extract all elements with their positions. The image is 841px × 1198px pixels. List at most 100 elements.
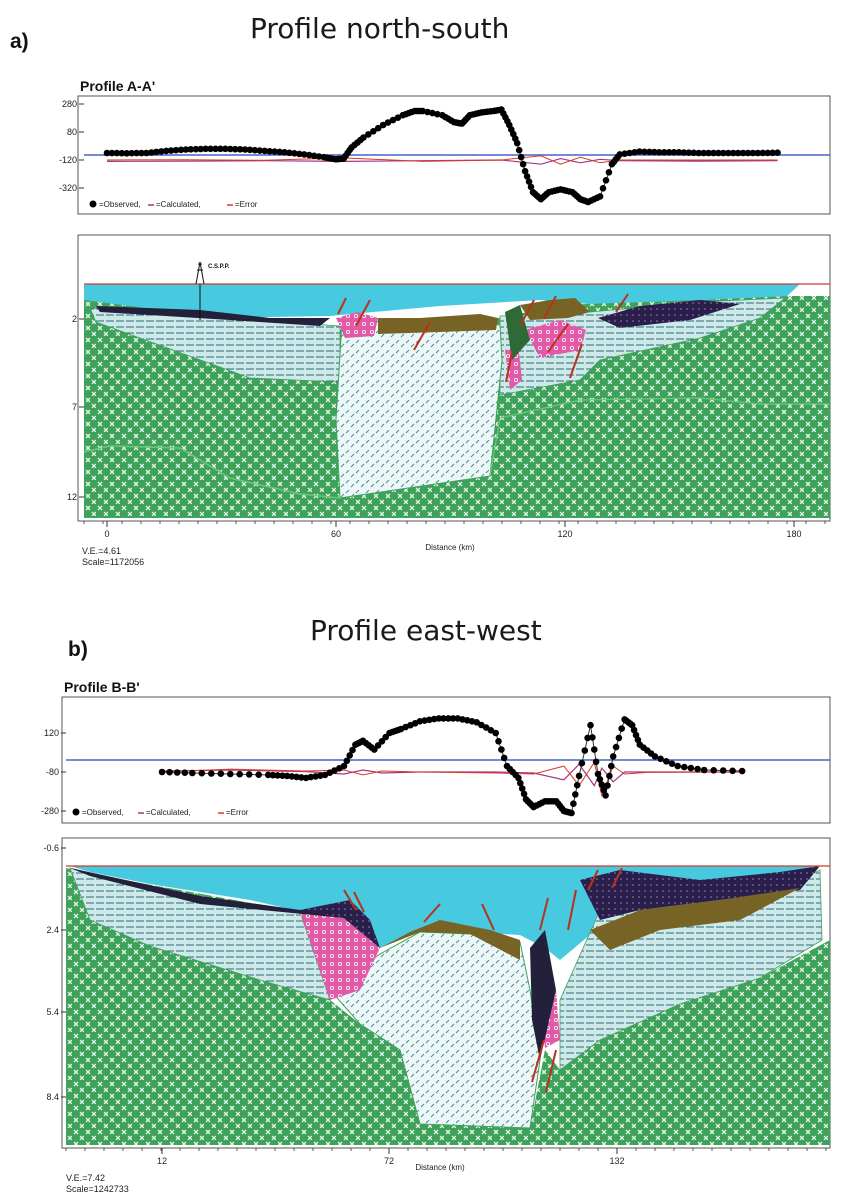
observed-point [241,146,249,153]
b-dark-top-left [70,868,380,948]
x-tick-label: 72 [384,1156,394,1166]
observed-point [584,734,591,742]
observed-point [212,145,219,153]
observed-point [158,768,166,776]
observed-point [157,148,165,155]
observed-point [217,145,224,153]
observed-point [264,771,272,779]
observed-point [245,771,253,778]
panel-b-letter: b) [68,638,88,661]
panel-b-title: Profile east-west [310,614,542,647]
observed-point [705,149,712,157]
gravity-y-tick-label: 120 [44,728,59,738]
observed-point [774,149,781,157]
observed-point [346,752,354,759]
observed-point [754,149,762,157]
gravity-y-tick-label: 80 [67,127,77,137]
observed-point [575,772,583,780]
observed-point [266,148,274,155]
observed-point [138,149,145,157]
observed-point [286,149,293,157]
observed-point [690,149,697,157]
observed-point [498,746,505,753]
panel-b-scale: Scale=1242733 [66,1184,129,1194]
observed-point [695,149,702,157]
observed-point [618,725,625,732]
a-fault-9 [505,351,513,383]
observed-point [573,781,581,789]
legend-observed-label: =Observed, [99,200,141,209]
observed-point [592,758,600,766]
observed-point [513,139,521,147]
observed-point [495,738,502,745]
observed-point [600,786,607,794]
observed-point [371,746,378,753]
panel-a-xlabel: Distance (km) [425,543,475,552]
observed-point [291,150,298,157]
observed-point [608,762,615,770]
observed-point [298,774,305,781]
error-series-line [106,155,778,165]
b-fault-10 [545,1049,557,1093]
observed-point [227,770,234,778]
observed-point [198,769,206,777]
observed-point [378,738,386,745]
observed-point [598,781,606,788]
observed-point [207,145,214,153]
x-tick-label: 60 [331,529,341,539]
observed-point [374,124,382,132]
panel-a-section: C.S.P.P. [83,261,830,518]
a-fault-1 [337,297,347,315]
depth-tick-label: 2.4 [46,925,59,935]
observed-point [602,792,609,799]
legend-b-error-label: =Error [226,808,249,817]
observed-point [668,760,676,767]
gravity-y-tick-label: 280 [62,99,77,109]
a-fault-7 [569,343,583,379]
observed-point [343,757,351,765]
a-fault-5 [543,295,557,319]
observed-point [581,747,589,754]
observed-point [227,145,234,153]
observed-point [166,768,173,776]
observed-point [349,746,356,754]
observed-point [217,770,225,777]
panel-b-gravity-axis: 120-80-280 [41,728,66,816]
observed-point [370,128,377,135]
observed-point [759,149,767,157]
legend-b-calculated-label: =Calculated, [146,808,191,817]
a-fault-6 [547,323,569,353]
observed-point [440,715,447,722]
depth-tick-label: 12 [67,492,77,502]
observed-point [612,743,620,751]
observed-point [118,149,126,157]
observed-point [518,785,526,792]
panel-b-profile-name: Profile B-B' [64,679,140,695]
observed-point [167,147,175,154]
observed-point [283,772,291,780]
observed-point [578,759,586,767]
observed-point [687,764,695,772]
a-fault-3 [413,321,431,351]
observed-point [231,145,239,153]
observed-point [527,183,535,191]
observed-point [685,149,693,156]
observed-point [744,149,752,157]
observed-point [365,131,372,138]
a-brown-layer-1 [378,314,498,334]
observed-point [738,767,746,775]
observed-point [523,173,531,180]
observed-point [256,147,264,154]
observed-point [143,149,150,157]
observed-point [631,149,638,156]
observed-point [274,772,281,779]
observed-point [651,148,658,156]
legend-b-observed-label: =Observed, [82,808,124,817]
observed-point [739,149,747,157]
observed-point [389,116,397,124]
x-tick-label: 132 [609,1156,624,1166]
panel-b-depth-axis: -0.62.45.48.4 [43,843,66,1102]
observed-point [655,149,663,156]
